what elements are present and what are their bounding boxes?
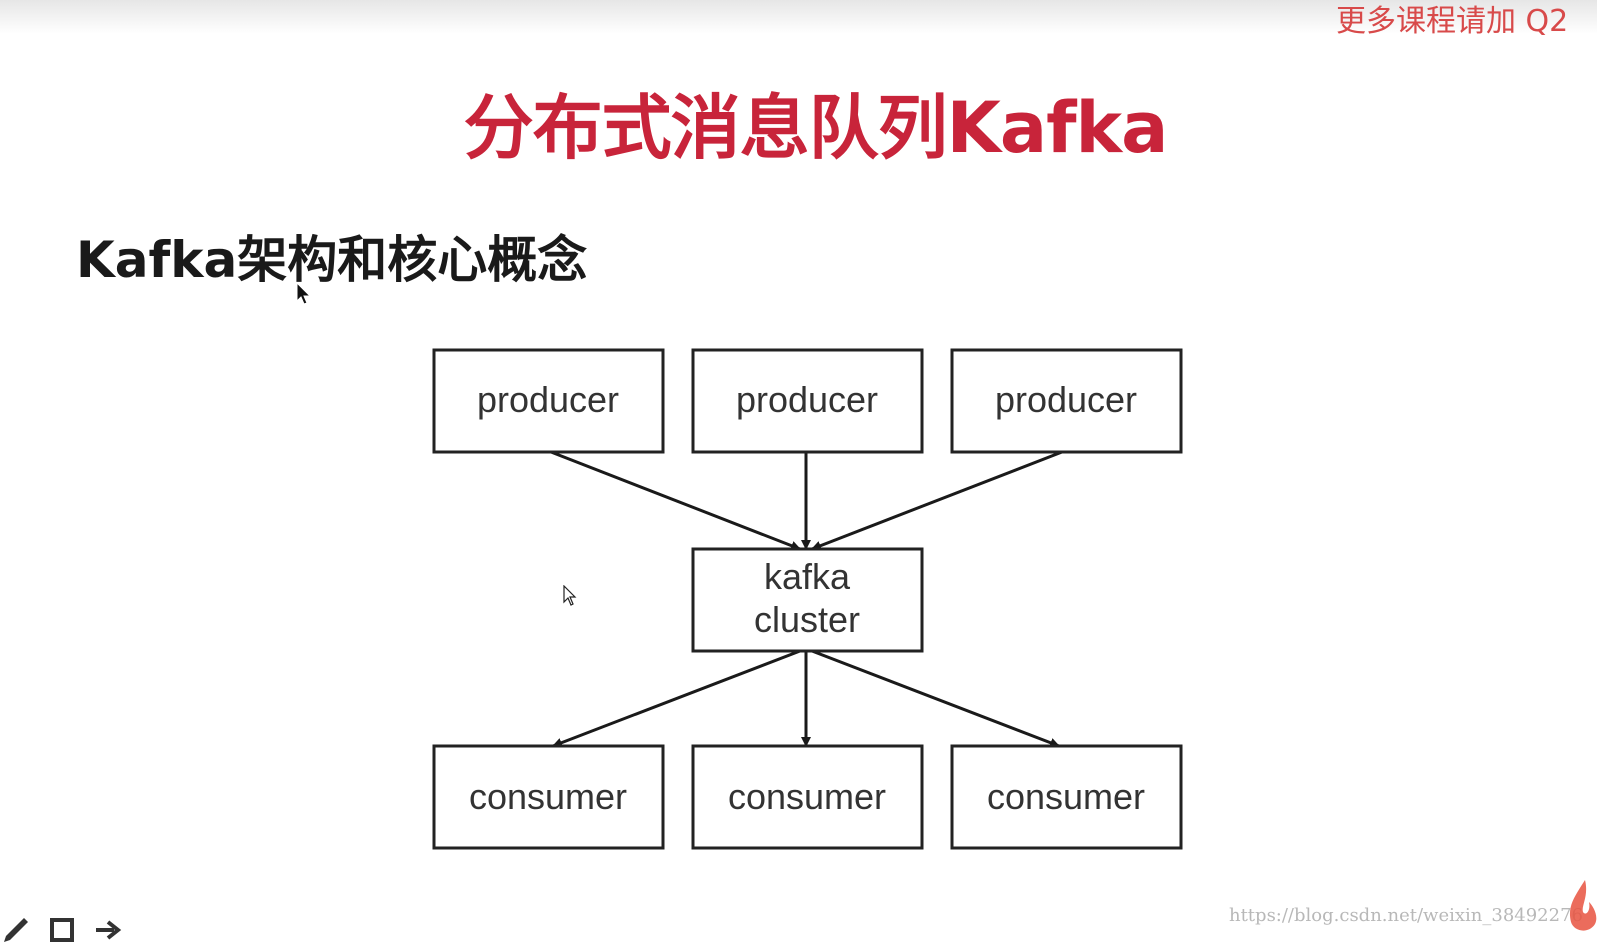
csdn-watermark-url: https://blog.csdn.net/weixin_38492276 — [1228, 905, 1583, 926]
consumer-node-3: consumer — [950, 744, 1183, 850]
edge-cluster-to-consumer-1 — [552, 649, 801, 748]
flame-logo-icon — [1569, 880, 1597, 931]
section-title: Kafka架构和核心概念 — [76, 231, 588, 289]
consumer-label-1: consumer — [469, 776, 627, 817]
top-bar — [0, 0, 1597, 34]
slide-title: 分布式消息队列Kafka — [463, 87, 1169, 169]
consumer-label-2: consumer — [728, 776, 886, 817]
cluster-label-line2: cluster — [754, 599, 860, 640]
edge-cluster-to-consumer-3 — [811, 649, 1060, 748]
mouse-cursor-icon — [296, 282, 312, 305]
producer-node-3: producer — [950, 348, 1183, 454]
producer-label-1: producer — [477, 379, 619, 420]
square-icon[interactable] — [46, 914, 78, 946]
cluster-label-line1: kafka — [764, 556, 851, 597]
pointer-cursor-icon — [563, 585, 577, 606]
arrow-icon[interactable] — [92, 914, 124, 946]
kafka-cluster-node: kafka cluster — [691, 547, 924, 653]
consumer-node-2: consumer — [691, 744, 924, 850]
producer-node-1: producer — [432, 348, 665, 454]
edge-producer-3-to-cluster — [811, 450, 1063, 551]
producer-label-3: producer — [995, 379, 1137, 420]
consumer-node-1: consumer — [432, 744, 665, 850]
edge-producer-1-to-cluster — [550, 450, 801, 551]
top-watermark-text: 更多课程请加 Q2 — [1336, 4, 1569, 39]
pen-icon[interactable] — [0, 914, 32, 946]
producer-label-2: producer — [736, 379, 878, 420]
annotation-toolbar — [0, 914, 124, 948]
consumer-label-3: consumer — [987, 776, 1145, 817]
producer-node-2: producer — [691, 348, 924, 454]
